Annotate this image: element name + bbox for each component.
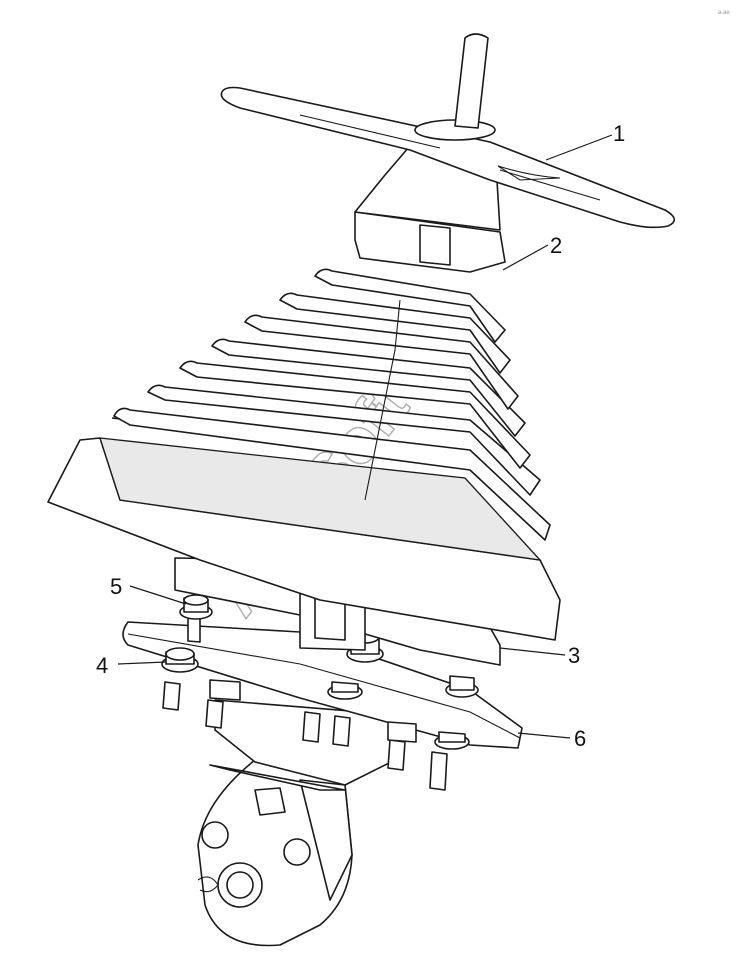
leader-4 [117,661,167,665]
stud-bolts [162,681,448,791]
corner-mark: a.ae [718,10,730,16]
callout-1: 1 [613,121,625,146]
leader-2 [502,244,549,271]
callout-6: 6 [574,726,586,751]
collar [354,211,506,273]
leader-5 [129,585,187,605]
callout-5: 5 [110,574,122,599]
callout-2: 2 [550,233,562,258]
nut-4 [161,647,199,673]
leader-3 [499,647,566,656]
lower-bracket [197,759,353,947]
leader-6 [517,732,571,739]
nut-front-c [387,721,417,743]
nut-front-a [209,679,241,701]
bolt-5 [179,594,213,643]
mounting-plate [122,621,523,749]
nut-front-b [327,681,363,700]
callout-3: 3 [568,643,580,668]
nut-right [445,675,479,698]
nut-front-d [434,731,470,750]
handwheel [220,86,676,229]
leader-1 [545,134,613,161]
bellows-boot [47,268,561,641]
lever-shaft [454,33,489,129]
leader-lines [117,134,613,739]
callout-4: 4 [96,653,108,678]
